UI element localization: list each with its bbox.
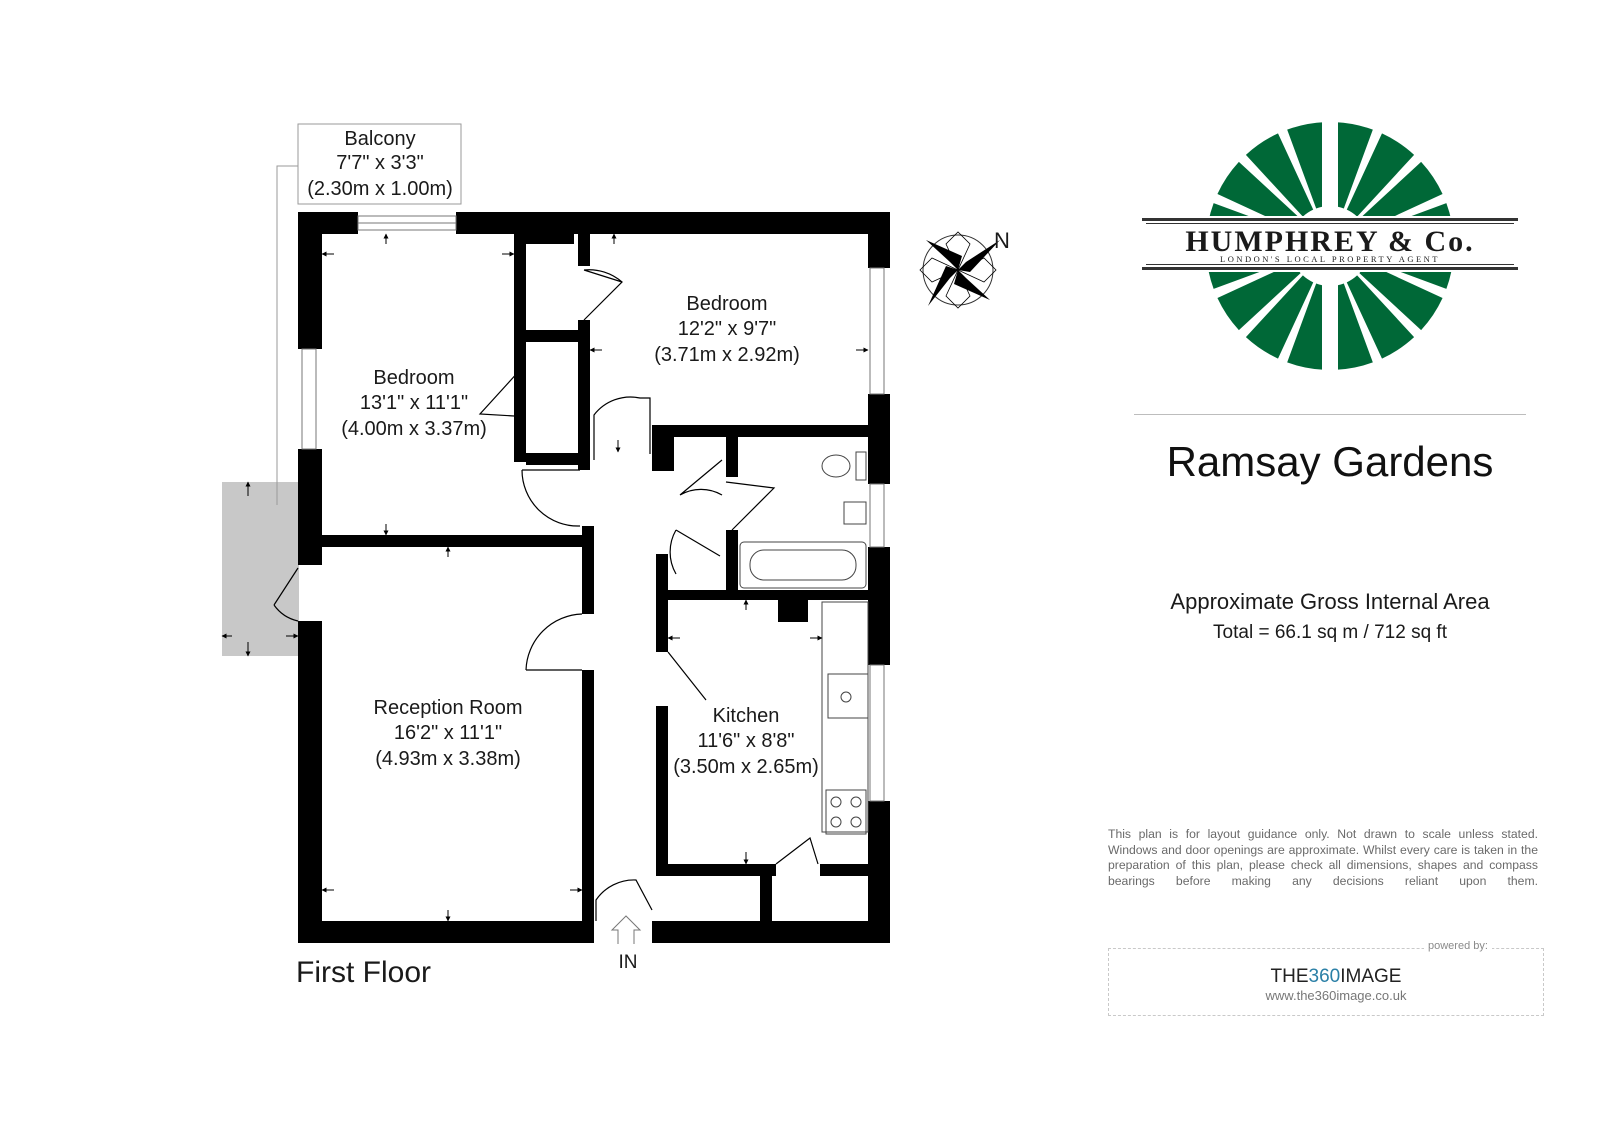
logo-fan-segment xyxy=(1331,283,1373,370)
room-dim-imperial-kitchen: 11'6" x 8'8" xyxy=(697,730,794,752)
brand-name-suffix: IMAGE xyxy=(1340,966,1402,987)
logo-fan-segment xyxy=(1287,283,1329,370)
powered-brand-name: THE360IMAGE xyxy=(1108,966,1564,988)
property-title: Ramsay Gardens xyxy=(1166,438,1494,485)
balcony-leader xyxy=(276,165,298,505)
room-dim-metric-reception: (4.93m x 3.38m) xyxy=(375,748,521,770)
logo-fan-segment xyxy=(1217,161,1301,230)
area-heading: Approximate Gross Internal Area xyxy=(1170,589,1490,614)
logo-fan-segment xyxy=(1245,133,1314,217)
logo-fan-segment xyxy=(1359,262,1443,331)
fixtures xyxy=(739,451,869,835)
room-dim-metric-kitchen: (3.50m x 2.65m) xyxy=(673,756,819,778)
brand-name-highlight: 360 xyxy=(1308,966,1341,987)
logo-tagline: LONDON'S LOCAL PROPERTY AGENT xyxy=(1220,254,1440,264)
brand-name-prefix: THE xyxy=(1270,966,1309,987)
room-dim-metric-bedroom-2: (3.71m x 2.92m) xyxy=(654,344,800,366)
entrance-label: IN xyxy=(619,952,638,973)
powered-brand-url[interactable]: www.the360image.co.uk xyxy=(1265,988,1407,1003)
logo-fan-segment xyxy=(1217,262,1301,331)
balcony-outline xyxy=(297,123,462,205)
room-dim-imperial-bedroom-1: 13'1" x 11'1" xyxy=(360,392,468,414)
dimension-arrows xyxy=(221,233,869,922)
room-label-bedroom-1: Bedroom xyxy=(373,367,454,389)
powered-by-box xyxy=(1108,948,1544,1016)
header-divider xyxy=(1134,414,1526,415)
room-label-reception: Reception Room xyxy=(374,697,523,719)
room-dim-metric-bedroom-1: (4.00m x 3.37m) xyxy=(341,418,487,440)
room-dim-imperial-balcony: 7'7" x 3'3" xyxy=(336,152,423,174)
room-label-kitchen: Kitchen xyxy=(713,705,780,727)
logo-fan-segment xyxy=(1346,275,1415,359)
compass-north-label: N xyxy=(994,228,1010,253)
logo-fan-segment xyxy=(1359,161,1443,230)
powered-by-label: powered by: xyxy=(1424,940,1492,952)
room-label-bedroom-2: Bedroom xyxy=(686,293,767,315)
floor-label: First Floor xyxy=(296,956,431,989)
walls xyxy=(298,212,890,943)
logo-brand: HUMPHREY & Co. xyxy=(1185,225,1474,258)
room-dim-metric-balcony: (2.30m x 1.00m) xyxy=(307,178,453,200)
logo-fan-segment xyxy=(1346,133,1415,217)
disclaimer: This plan is for layout guidance only. N… xyxy=(1108,827,1538,888)
room-label-balcony: Balcony xyxy=(344,128,415,150)
entrance-arrow-icon xyxy=(610,915,642,944)
external-landing xyxy=(222,482,299,656)
logo-fan-segment xyxy=(1245,275,1314,359)
room-dim-imperial-bedroom-2: 12'2" x 9'7" xyxy=(678,318,777,340)
compass-icon xyxy=(919,231,1000,309)
room-dim-imperial-reception: 16'2" x 11'1" xyxy=(394,722,502,744)
windows xyxy=(301,215,885,802)
logo-fan-segment xyxy=(1287,122,1329,209)
area-total: Total = 66.1 sq m / 712 sq ft xyxy=(1213,622,1447,643)
doors xyxy=(273,269,819,921)
logo-fan-segment xyxy=(1331,122,1373,209)
logo: HUMPHREY & Co. LONDON'S LOCAL PROPERTY A… xyxy=(1140,120,1520,372)
